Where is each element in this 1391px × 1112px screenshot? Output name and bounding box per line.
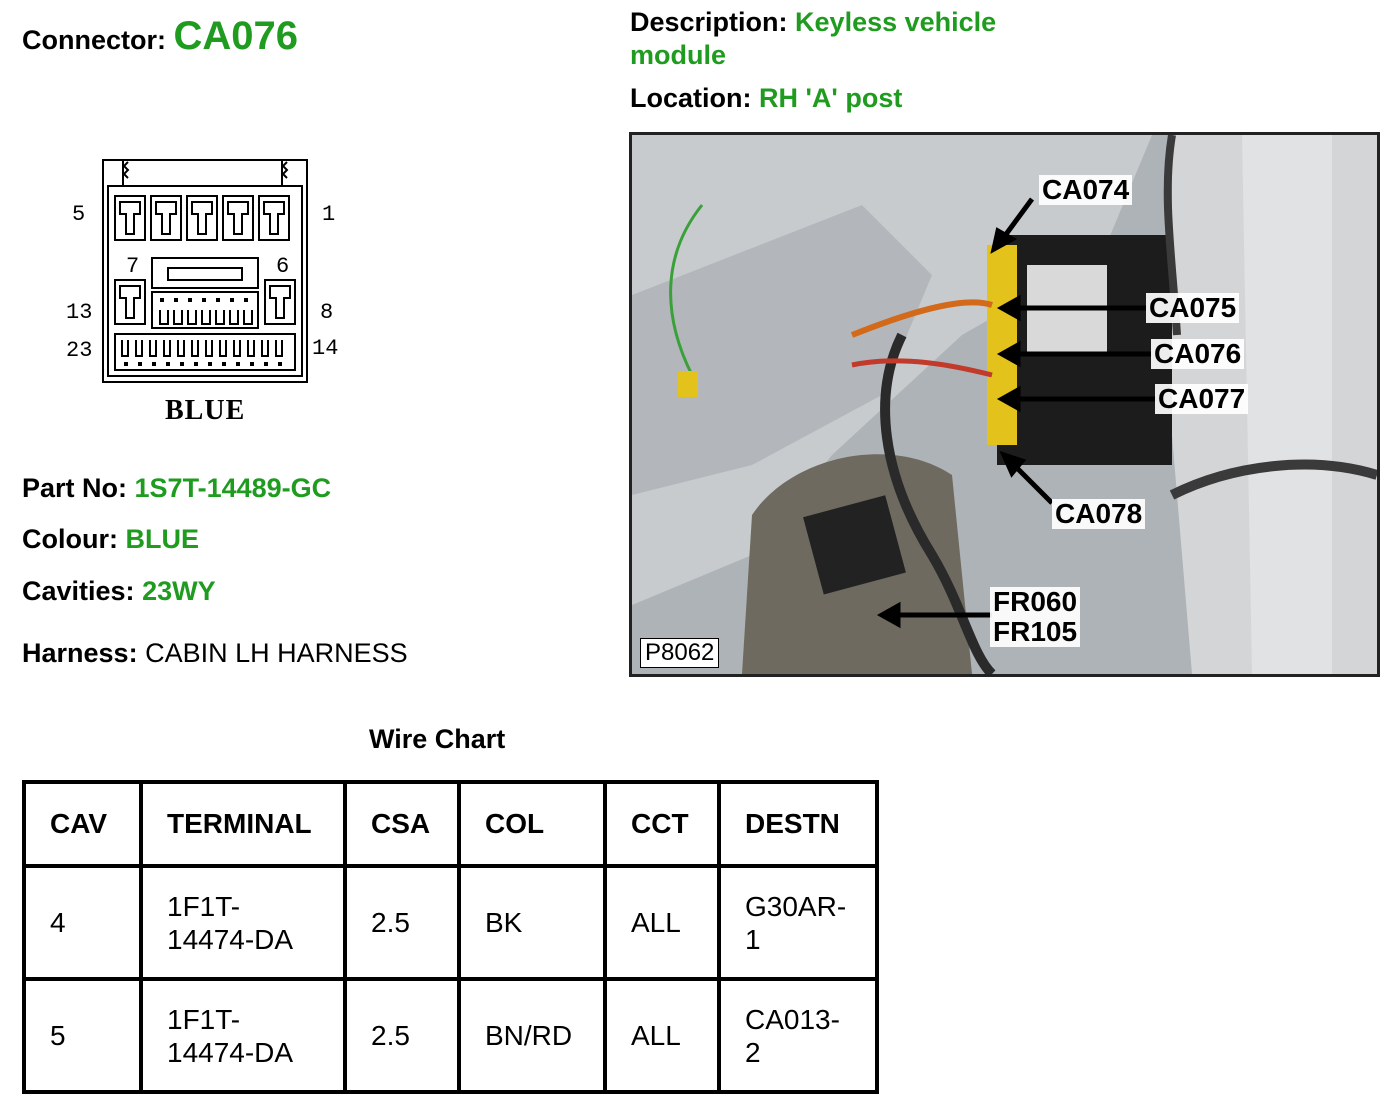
callout-fr105: FR105 <box>990 617 1081 647</box>
header-destn: DESTN <box>717 780 879 868</box>
table-row: 4 1F1T-14474-DA 2.5 BK ALL G30AR-1 <box>22 864 879 981</box>
pin-label-8: 8 <box>320 300 334 325</box>
connector-pinout-diagram: 5 1 7 6 13 8 23 14 BLUE <box>60 150 360 440</box>
description-block: Description: Keyless vehicle module <box>630 6 1150 72</box>
table-header-row: CAV TERMINAL CSA COL CCT DESTN <box>22 780 879 868</box>
cavities-row: Cavities: 23WY <box>22 575 216 607</box>
cell-csa: 2.5 <box>343 977 461 1094</box>
header-terminal: TERMINAL <box>139 780 347 868</box>
cavities-label: Cavities: <box>22 576 135 606</box>
pin-label-23: 23 <box>66 338 93 363</box>
callout-ca074: CA074 <box>1039 175 1133 205</box>
wire-chart-title: Wire Chart <box>369 724 506 754</box>
destn-line1: CA013- <box>745 1003 840 1035</box>
pin-label-5: 5 <box>72 202 86 227</box>
harness-value: CABIN LH HARNESS <box>145 638 408 668</box>
location-block: Location: RH 'A' post <box>630 82 902 114</box>
vehicle-interior-illustration <box>632 135 1377 674</box>
table-row: 5 1F1T-14474-DA 2.5 BN/RD ALL CA013-2 <box>22 977 879 1094</box>
connector-heading: Connector: CA076 <box>22 16 298 56</box>
photo-reference: P8062 <box>640 638 720 668</box>
location-value: RH 'A' post <box>759 83 903 113</box>
destn-line1: G30AR- <box>745 890 847 922</box>
pinout-colour-text: BLUE <box>165 395 246 426</box>
cell-destn: G30AR-1 <box>717 864 879 981</box>
header-cav: CAV <box>22 780 143 868</box>
destn-line2: 2 <box>745 1036 761 1068</box>
cell-col: BK <box>457 864 607 981</box>
callout-ca077: CA077 <box>1155 384 1249 414</box>
cavities-value: 23WY <box>142 576 216 606</box>
colour-row: Colour: BLUE <box>22 523 199 555</box>
callout-ca078: CA078 <box>1052 499 1146 529</box>
cell-terminal: 1F1T-14474-DA <box>139 977 347 1094</box>
location-label: Location: <box>630 83 752 113</box>
cell-cav: 5 <box>22 977 143 1094</box>
destn-line2: 1 <box>745 923 761 955</box>
callout-ca076: CA076 <box>1151 339 1245 369</box>
header-csa: CSA <box>343 780 461 868</box>
harness-label: Harness: <box>22 638 138 668</box>
connector-face-drawing <box>102 159 308 383</box>
cell-cct: ALL <box>603 977 721 1094</box>
callout-fr060: FR060 <box>990 587 1081 617</box>
description-value-line1: Keyless vehicle <box>795 7 997 37</box>
pin-label-6: 6 <box>276 254 290 279</box>
part-number-label: Part No: <box>22 473 128 503</box>
pin-label-1: 1 <box>322 202 336 227</box>
cell-cav: 4 <box>22 864 143 981</box>
pin-label-14: 14 <box>312 336 339 361</box>
cell-csa: 2.5 <box>343 864 461 981</box>
wire-chart-table: CAV TERMINAL CSA COL CCT DESTN 4 1F1T-14… <box>22 780 879 1094</box>
part-number-row: Part No: 1S7T-14489-GC <box>22 472 331 504</box>
connector-label: Connector: <box>22 25 166 55</box>
pin-label-13: 13 <box>66 300 93 325</box>
description-label: Description: <box>630 7 788 37</box>
callout-ca075: CA075 <box>1146 293 1240 323</box>
colour-value: BLUE <box>125 524 200 554</box>
part-number-value: 1S7T-14489-GC <box>134 473 332 503</box>
cell-destn: CA013-2 <box>717 977 879 1094</box>
cell-col: BN/RD <box>457 977 607 1094</box>
connector-id: CA076 <box>173 14 299 58</box>
terminal-line2: 14474-DA <box>167 1036 294 1068</box>
cell-terminal: 1F1T-14474-DA <box>139 864 347 981</box>
harness-row: Harness: CABIN LH HARNESS <box>22 637 408 669</box>
terminal-line2: 14474-DA <box>167 923 294 955</box>
terminal-line1: 1F1T- <box>167 890 241 922</box>
header-cct: CCT <box>603 780 721 868</box>
colour-label: Colour: <box>22 524 118 554</box>
description-value-line2: module <box>630 40 727 70</box>
terminal-line1: 1F1T- <box>167 1003 241 1035</box>
pin-label-7: 7 <box>126 254 140 279</box>
location-photo: CA074 CA075 CA076 CA077 CA078 FR060 FR10… <box>629 132 1380 677</box>
cell-cct: ALL <box>603 864 721 981</box>
header-col: COL <box>457 780 607 868</box>
